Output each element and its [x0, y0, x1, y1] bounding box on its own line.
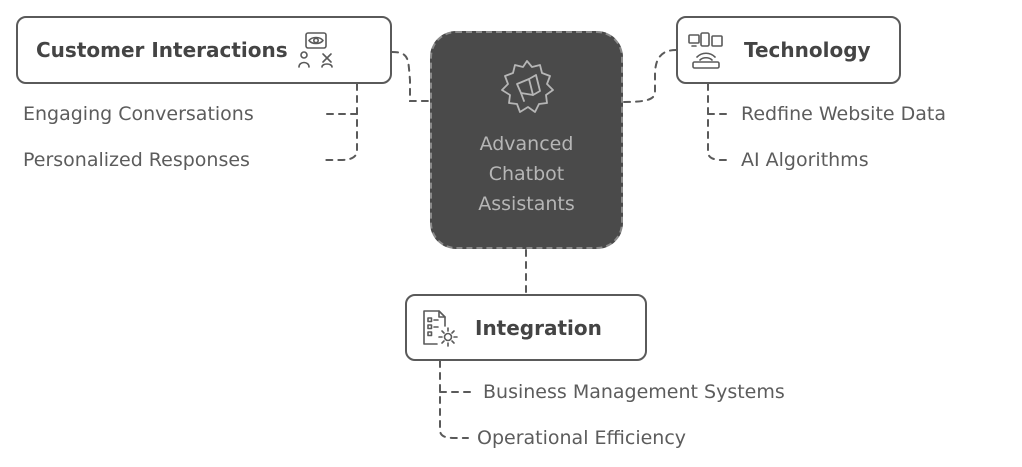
leaf-personalized-responses: Personalized Responses — [23, 149, 250, 171]
technology-label: Technology — [744, 38, 871, 62]
connector-technology-spine — [707, 83, 731, 161]
people-eye-icon — [297, 32, 333, 68]
leaf-redfine-website-data: Redfine Website Data — [741, 103, 946, 125]
central-topic-node[interactable]: Advanced Chatbot Assistants — [430, 31, 623, 249]
leaf-business-management-systems: Business Management Systems — [483, 381, 785, 403]
gear-megaphone-icon — [500, 60, 554, 113]
leaf-engaging-conversations: Engaging Conversations — [23, 103, 254, 125]
customer-interactions-label: Customer Interactions — [36, 38, 288, 62]
devices-network-icon — [688, 32, 723, 69]
connector-technology-center — [622, 49, 677, 103]
central-topic-title: Advanced Chatbot Assistants — [478, 133, 575, 215]
integration-label: Integration — [475, 315, 602, 340]
document-gear-icon — [423, 309, 458, 347]
leaf-operational-efficiency: Operational Efficiency — [477, 427, 687, 449]
leaf-ai-algorithms: AI Algorithms — [741, 149, 869, 171]
integration-node[interactable]: Integration — [405, 294, 647, 361]
customer-interactions-node[interactable]: Customer Interactions — [16, 16, 392, 84]
connector-customer-spine — [321, 83, 358, 161]
technology-node[interactable]: Technology — [676, 16, 901, 84]
connector-customer-center — [391, 51, 431, 102]
connector-integration-spine — [439, 360, 469, 439]
